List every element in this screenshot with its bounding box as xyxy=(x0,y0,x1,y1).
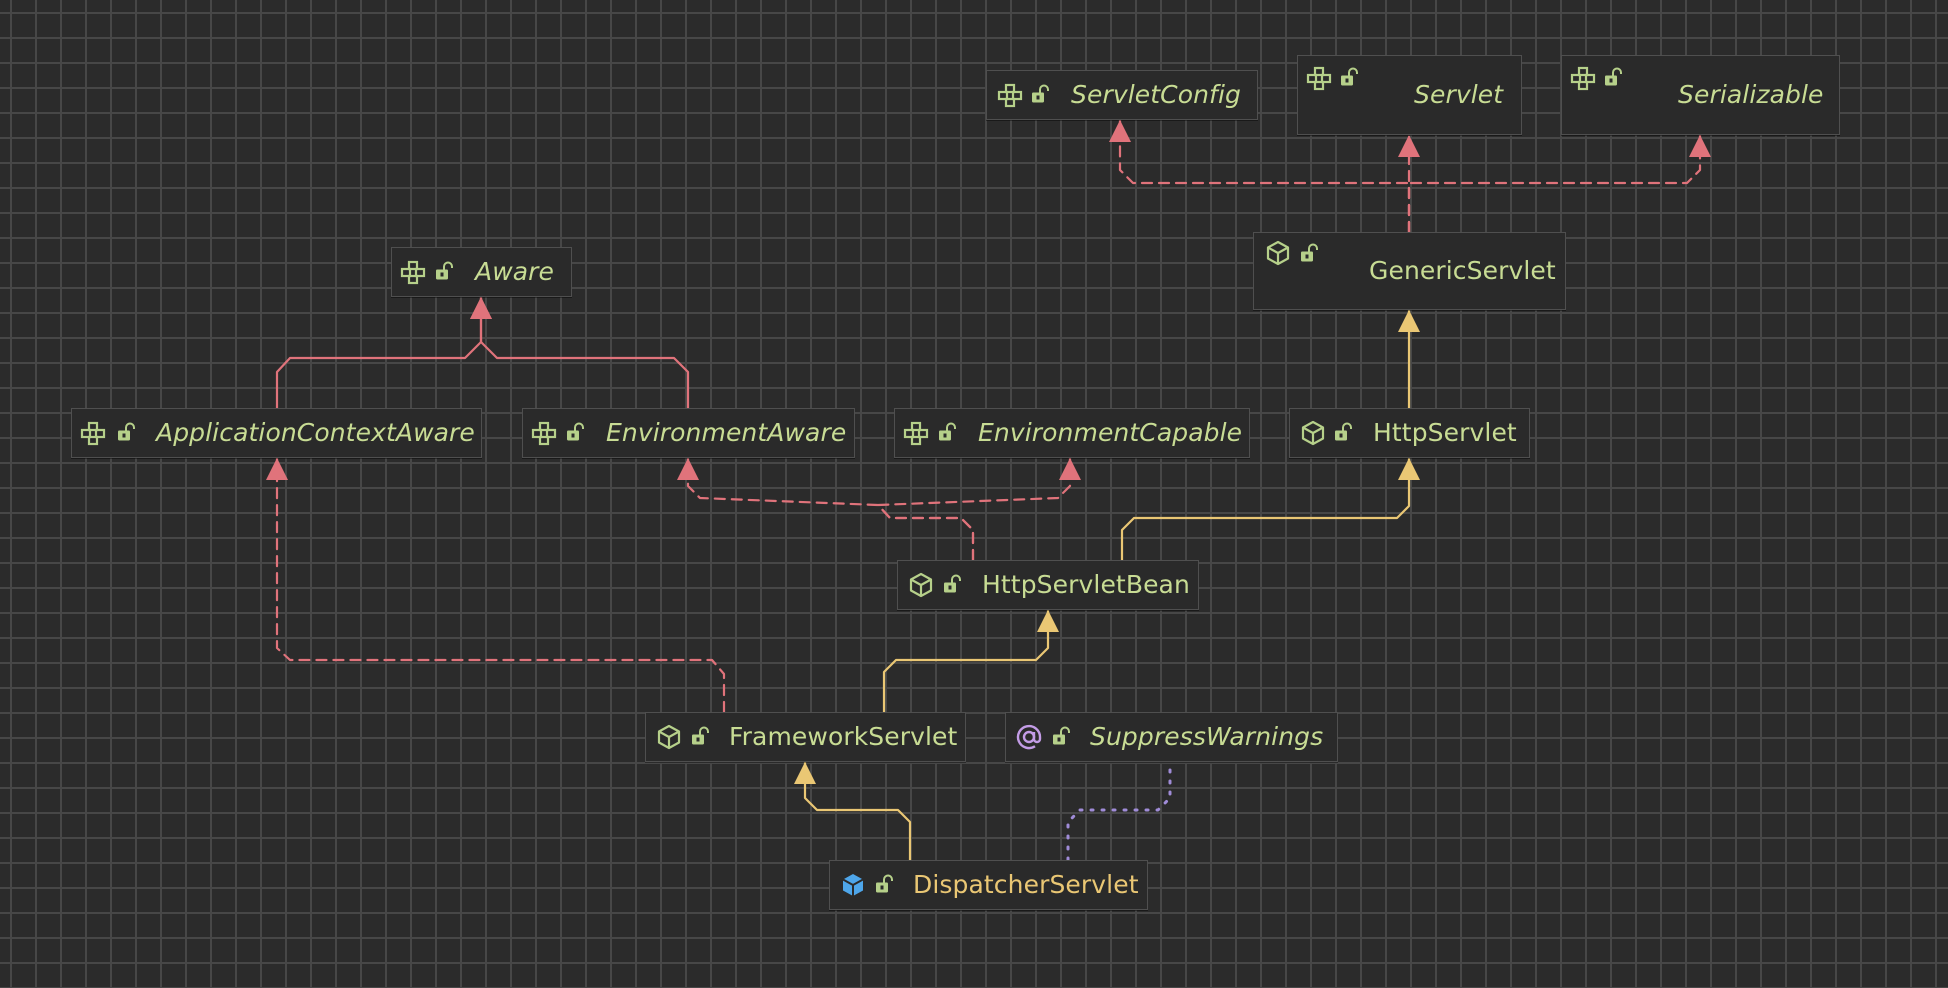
edge-frameworkservlet-to-applicationcontextaware xyxy=(275,456,726,714)
public-lock-icon xyxy=(943,573,963,599)
arrowhead-aware xyxy=(470,297,492,319)
node-frameworkservlet[interactable]: FrameworkServlet xyxy=(645,712,966,762)
interface-icon xyxy=(1306,66,1336,96)
edge-dispatcherservlet-to-suppresswarnings xyxy=(1066,760,1172,862)
class-filled-icon xyxy=(839,871,867,903)
class-icon xyxy=(1264,239,1292,271)
node-environmentaware[interactable]: EnvironmentAware xyxy=(522,408,855,458)
interface-icon xyxy=(997,83,1027,113)
edge-frameworkservlet-to-httpservletbean xyxy=(882,608,1050,714)
node-label: DispatcherServlet xyxy=(913,870,1139,899)
node-servlet[interactable]: Servlet xyxy=(1297,55,1522,135)
node-label: EnvironmentAware xyxy=(606,418,847,447)
public-lock-icon xyxy=(1334,421,1354,447)
interface-icon xyxy=(531,421,561,451)
public-lock-icon xyxy=(938,421,958,447)
public-lock-icon xyxy=(1604,66,1624,92)
public-lock-icon xyxy=(117,421,137,447)
node-environmentcapable[interactable]: EnvironmentCapable xyxy=(894,408,1250,458)
node-applicationcontextaware[interactable]: ApplicationContextAware xyxy=(71,408,482,458)
arrowhead-environmentaware xyxy=(677,458,699,480)
node-label: ServletConfig xyxy=(1071,80,1241,109)
node-httpservletbean[interactable]: HttpServletBean xyxy=(897,560,1199,610)
public-lock-icon xyxy=(566,421,586,447)
node-servletconfig[interactable]: ServletConfig xyxy=(986,70,1258,120)
arrowhead-serializable xyxy=(1689,135,1711,157)
node-serializable[interactable]: Serializable xyxy=(1561,55,1840,135)
arrowhead-frameworkservlet xyxy=(794,762,816,784)
node-genericservlet[interactable]: GenericServlet xyxy=(1253,232,1566,310)
node-label: SuppressWarnings xyxy=(1090,722,1324,751)
edge-dispatcherservlet-to-frameworkservlet xyxy=(803,760,912,862)
edge-applicationcontextaware-to-aware xyxy=(275,295,483,410)
arrowhead-environmentcapable xyxy=(1059,458,1081,480)
edge-httpservletbean-to-environmentcapable xyxy=(876,456,1072,562)
node-dispatcherservlet[interactable]: DispatcherServlet xyxy=(829,860,1148,910)
edge-genericservlet-to-servletconfig xyxy=(1118,118,1411,234)
node-label: GenericServlet xyxy=(1369,256,1556,285)
class-icon xyxy=(655,723,683,755)
annotation-icon xyxy=(1014,721,1044,757)
node-suppresswarnings[interactable]: SuppressWarnings xyxy=(1005,712,1338,762)
node-label: ApplicationContextAware xyxy=(156,418,475,447)
interface-icon xyxy=(400,260,430,290)
arrowhead-applicationcontextaware xyxy=(266,458,288,480)
public-lock-icon xyxy=(1052,725,1072,751)
public-lock-icon xyxy=(691,725,711,751)
public-lock-icon xyxy=(435,260,455,286)
node-aware[interactable]: Aware xyxy=(391,247,572,297)
arrowhead-servlet xyxy=(1398,135,1420,157)
node-label: HttpServlet xyxy=(1373,418,1517,447)
node-label: Serializable xyxy=(1678,80,1824,109)
node-httpservlet[interactable]: HttpServlet xyxy=(1289,408,1530,458)
node-label: FrameworkServlet xyxy=(729,722,958,751)
arrowhead-genericservlet xyxy=(1398,310,1420,332)
public-lock-icon xyxy=(1031,83,1051,109)
node-label: HttpServletBean xyxy=(982,570,1190,599)
public-lock-icon xyxy=(1340,66,1360,92)
class-icon xyxy=(907,571,935,603)
public-lock-icon xyxy=(875,873,895,899)
edge-environmentaware-to-aware xyxy=(479,295,690,410)
public-lock-icon xyxy=(1300,242,1320,268)
node-label: Servlet xyxy=(1414,80,1504,109)
edge-httpservletbean-to-environmentaware xyxy=(686,456,975,562)
node-label: EnvironmentCapable xyxy=(978,418,1243,447)
arrowhead-httpservletbean xyxy=(1037,610,1059,632)
interface-icon xyxy=(1570,66,1600,96)
arrowhead-httpservlet xyxy=(1398,458,1420,480)
edge-genericservlet-to-serializable xyxy=(1407,133,1702,234)
interface-icon xyxy=(903,421,933,451)
class-icon xyxy=(1299,419,1327,451)
node-label: Aware xyxy=(475,257,555,286)
edge-httpservletbean-to-httpservlet xyxy=(1120,456,1411,562)
arrowhead-servletconfig xyxy=(1109,120,1131,142)
interface-icon xyxy=(80,421,110,451)
